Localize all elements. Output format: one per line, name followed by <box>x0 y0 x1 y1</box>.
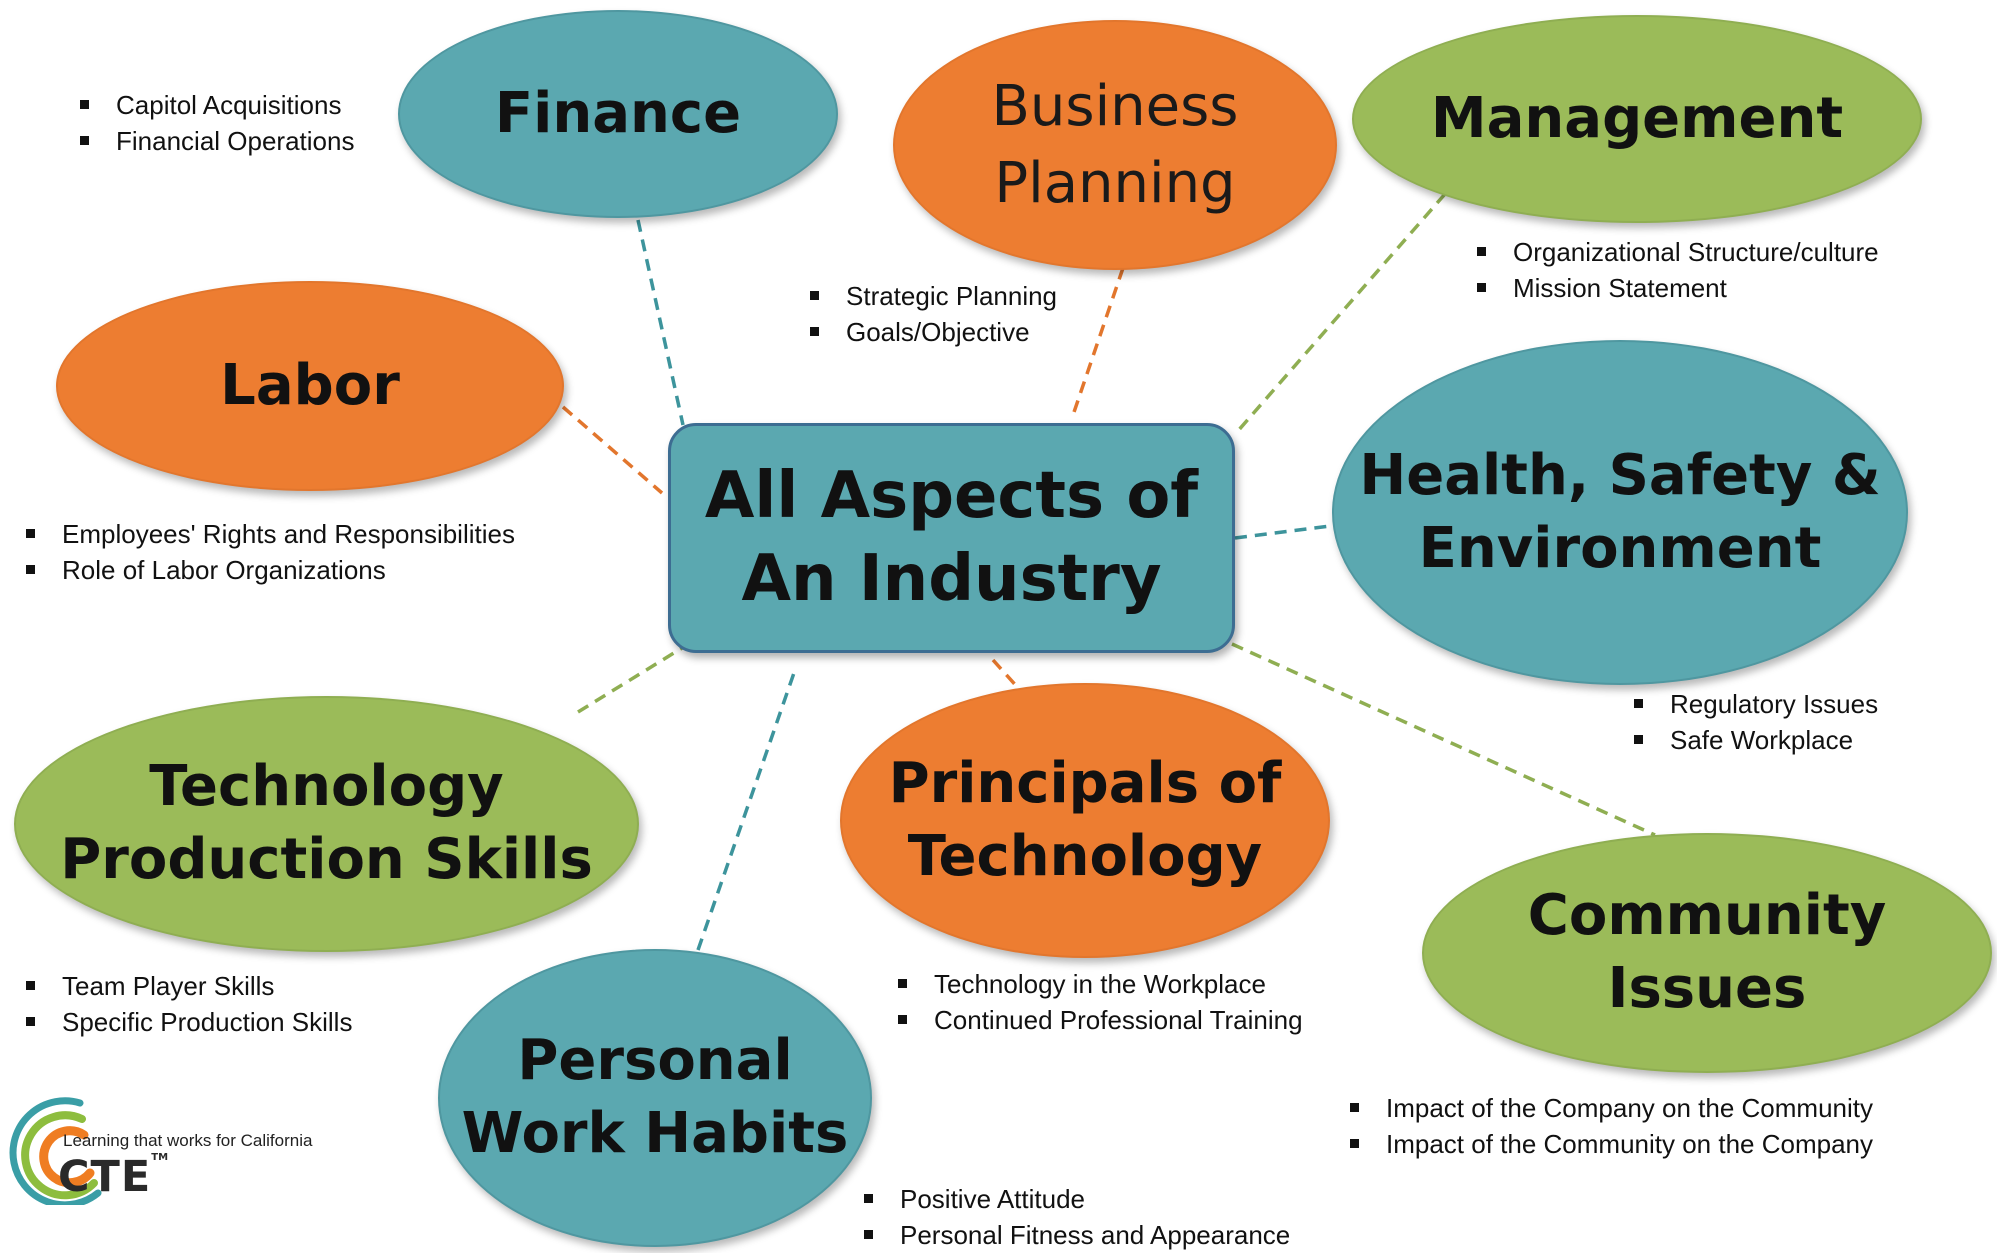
technology-production-node: Technology Production Skills <box>14 696 639 952</box>
finance-node: Finance <box>398 10 838 218</box>
list-item: Organizational Structure/culture <box>1473 234 1879 270</box>
labor-bullets: Employees' Rights and Responsibilities R… <box>22 516 515 588</box>
connector-health <box>1234 524 1331 540</box>
list-item: Capitol Acquisitions <box>76 87 354 123</box>
list-item: Strategic Planning <box>806 278 1057 314</box>
community-issues-label: Community Issues <box>1527 883 1887 1021</box>
connector-community <box>1231 642 1656 837</box>
connector-personal <box>696 669 797 951</box>
cte-logo-name: CTETM <box>58 1152 168 1202</box>
list-item: Personal Fitness and Appearance <box>860 1217 1290 1253</box>
principals-technology-label: Principals of Technology <box>888 750 1282 889</box>
list-item: Impact of the Community on the Company <box>1346 1126 1873 1162</box>
cte-logo-swoosh <box>9 1097 102 1205</box>
list-item: Financial Operations <box>76 123 354 159</box>
management-node: Management <box>1352 15 1922 223</box>
list-item: Positive Attitude <box>860 1181 1290 1217</box>
cte-logo-tagline: Learning that works for California <box>63 1131 313 1150</box>
finance-label: Finance <box>494 80 742 146</box>
personal-work-habits-label: Personal Work Habits <box>461 1028 849 1166</box>
finance-bullets: Capitol Acquisitions Financial Operation… <box>76 87 354 159</box>
health-safety-label: Health, Safety & Environment <box>1359 442 1881 581</box>
business-planning-label: Business Planning <box>991 73 1239 216</box>
list-item: Team Player Skills <box>22 968 352 1004</box>
connector-principals <box>991 658 1022 692</box>
health-safety-node: Health, Safety & Environment <box>1332 340 1908 685</box>
connector-management <box>1235 192 1447 434</box>
cte-logo-trademark: TM <box>151 1152 169 1163</box>
list-item: Technology in the Workplace <box>894 966 1303 1002</box>
business-planning-bullets: Strategic Planning Goals/Objective <box>806 278 1057 350</box>
center-label: All Aspects of An Industry <box>704 458 1199 616</box>
management-label: Management <box>1430 85 1844 151</box>
center-node: All Aspects of An Industry <box>668 423 1235 653</box>
list-item: Impact of the Company on the Community <box>1346 1090 1873 1126</box>
personal-work-habits-node: Personal Work Habits <box>438 949 872 1247</box>
connector-finance <box>636 219 685 426</box>
list-item: Regulatory Issues <box>1630 686 1878 722</box>
personal-work-habits-bullets: Positive Attitude Personal Fitness and A… <box>860 1181 1290 1253</box>
health-safety-bullets: Regulatory Issues Safe Workplace <box>1630 686 1878 758</box>
cte-logo-wordmark: CTE <box>58 1152 152 1202</box>
technology-production-label: Technology Production Skills <box>60 754 593 892</box>
management-bullets: Organizational Structure/culture Mission… <box>1473 234 1879 306</box>
list-item: Specific Production Skills <box>22 1004 352 1040</box>
list-item: Safe Workplace <box>1630 722 1878 758</box>
connector-labor <box>561 405 664 495</box>
list-item: Continued Professional Training <box>894 1002 1303 1038</box>
labor-label: Labor <box>220 352 400 418</box>
business-planning-node: Business Planning <box>893 20 1337 270</box>
principals-technology-bullets: Technology in the Workplace Continued Pr… <box>894 966 1303 1038</box>
principals-technology-node: Principals of Technology <box>840 683 1330 958</box>
list-item: Role of Labor Organizations <box>22 552 515 588</box>
connector-technology <box>577 646 683 714</box>
list-item: Mission Statement <box>1473 270 1879 306</box>
connector-business <box>1070 267 1125 419</box>
community-issues-node: Community Issues <box>1422 833 1992 1073</box>
technology-production-bullets: Team Player Skills Specific Production S… <box>22 968 352 1040</box>
labor-node: Labor <box>56 281 564 491</box>
community-issues-bullets: Impact of the Company on the Community I… <box>1346 1090 1873 1162</box>
list-item: Employees' Rights and Responsibilities <box>22 516 515 552</box>
list-item: Goals/Objective <box>806 314 1057 350</box>
